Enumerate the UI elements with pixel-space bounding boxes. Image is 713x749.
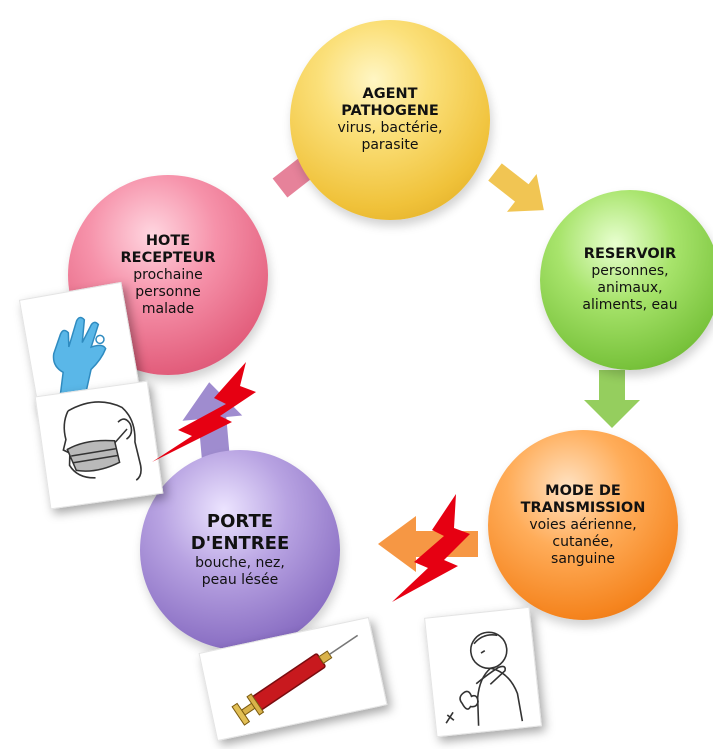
mask-icon <box>62 401 142 481</box>
node-mode-de-transmission: MODE DE TRANSMISSION voies aérienne, cut… <box>488 430 678 620</box>
node-title: MODE DE TRANSMISSION <box>520 482 646 516</box>
node-title: HOTE RECEPTEUR <box>120 232 216 266</box>
node-title: RESERVOIR <box>583 246 677 262</box>
glove-icon <box>52 316 107 401</box>
arrow-agent-to-reservoir <box>488 163 544 212</box>
syringe-icon <box>231 634 359 726</box>
card-mask <box>34 380 164 510</box>
card-syringe <box>198 616 388 742</box>
node-description: voies aérienne, cutanée, sanguine <box>529 516 637 567</box>
node-agent-pathogene: AGENT PATHOGENE virus, bactérie, parasit… <box>290 20 490 220</box>
arrow-mode-to-porte <box>378 516 478 572</box>
node-description: virus, bactérie, parasite <box>337 120 443 153</box>
node-title: PORTE D'ENTREE <box>190 511 290 554</box>
node-porte-d-entree: PORTE D'ENTREE bouche, nez, peau lésée <box>140 450 340 650</box>
cough-icon <box>445 631 524 726</box>
node-reservoir: RESERVOIR personnes, animaux, aliments, … <box>540 190 713 370</box>
node-description: bouche, nez, peau lésée <box>195 555 285 588</box>
node-description: prochaine personne malade <box>133 266 203 317</box>
node-description: personnes, animaux, aliments, eau <box>582 263 678 313</box>
card-cough <box>424 606 542 738</box>
card-glove <box>18 281 142 413</box>
break-lightning-icon <box>152 362 256 462</box>
node-title: AGENT PATHOGENE <box>341 86 439 119</box>
break-lightning-icon <box>392 494 470 602</box>
arrow-reservoir-to-mode <box>584 370 640 428</box>
